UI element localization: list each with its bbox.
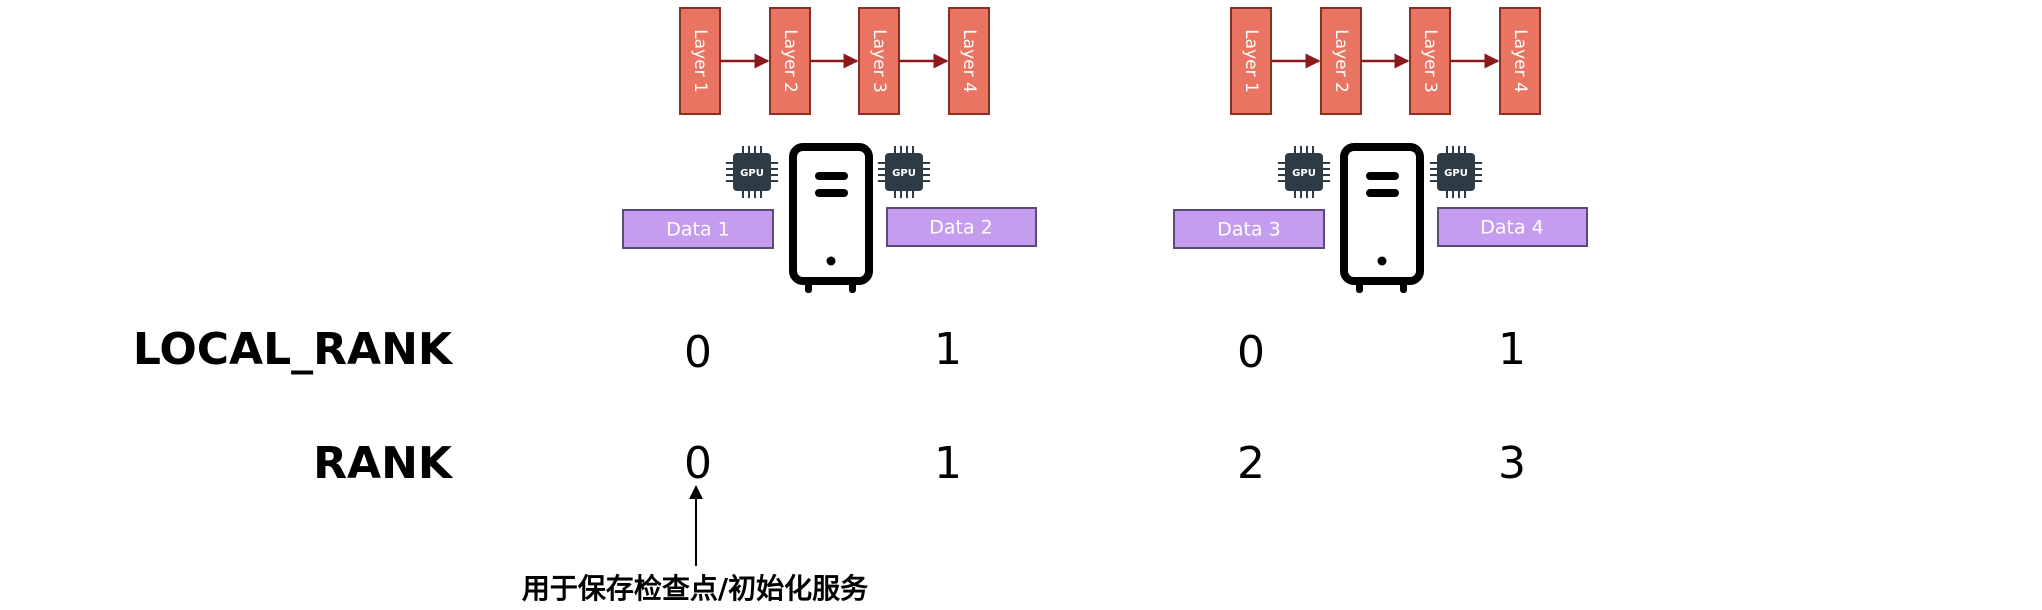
rank-value: 3 <box>1498 438 1526 489</box>
rank-label: RANK <box>313 438 454 489</box>
gpu-chip-icon: GPU <box>726 146 778 198</box>
local-rank-label: LOCAL_RANK <box>133 324 454 375</box>
machine-1: Layer 1 Layer 2 Layer 3 Layer 4 <box>622 7 1037 293</box>
local-rank-value: 0 <box>1237 327 1265 378</box>
layer-block: Layer 3 <box>1409 7 1451 115</box>
local-rank-value: 1 <box>1498 324 1526 375</box>
svg-text:Data 3: Data 3 <box>1217 219 1281 241</box>
svg-text:GPU: GPU <box>1444 168 1468 179</box>
svg-text:Layer 1: Layer 1 <box>690 29 710 93</box>
gpu-chip-icon: GPU <box>1278 146 1330 198</box>
local-rank-value: 1 <box>934 324 962 375</box>
gpu-chip-icon: GPU <box>878 146 930 198</box>
data-shard: Data 3 <box>1173 209 1325 249</box>
layer-block: Layer 1 <box>679 7 721 115</box>
rank-value: 0 <box>684 438 712 489</box>
svg-text:Layer 2: Layer 2 <box>780 29 800 93</box>
rank-value: 1 <box>934 438 962 489</box>
rank-value: 2 <box>1237 438 1265 489</box>
layer-block: Layer 2 <box>1320 7 1362 115</box>
svg-text:GPU: GPU <box>740 168 764 179</box>
machine-2: Layer 1 Layer 2 Layer 3 Layer 4 <box>1173 7 1588 293</box>
svg-text:Layer 3: Layer 3 <box>869 29 889 93</box>
data-shard: Data 2 <box>886 207 1037 247</box>
annotation-text: 用于保存检查点/初始化服务 <box>522 572 868 605</box>
layer-block: Layer 2 <box>769 7 811 115</box>
layer-pipeline-2: Layer 1 Layer 2 Layer 3 Layer 4 <box>1230 7 1541 115</box>
layer-pipeline-1: Layer 1 Layer 2 Layer 3 Layer 4 <box>679 7 990 115</box>
svg-text:Layer 4: Layer 4 <box>1510 29 1530 93</box>
layer-block: Layer 3 <box>858 7 900 115</box>
layer-block: Layer 4 <box>948 7 990 115</box>
data-shard: Data 1 <box>622 209 774 249</box>
svg-text:Layer 3: Layer 3 <box>1420 29 1440 93</box>
layer-block: Layer 1 <box>1230 7 1272 115</box>
svg-text:Layer 1: Layer 1 <box>1241 29 1261 93</box>
server-icon <box>789 143 873 293</box>
svg-text:Layer 2: Layer 2 <box>1331 29 1351 93</box>
svg-text:GPU: GPU <box>1292 168 1316 179</box>
layer-block: Layer 4 <box>1499 7 1541 115</box>
server-icon <box>1340 143 1424 293</box>
svg-text:Data 2: Data 2 <box>929 217 993 239</box>
svg-text:GPU: GPU <box>892 168 916 179</box>
local-rank-value: 0 <box>684 327 712 378</box>
data-shard: Data 4 <box>1437 207 1588 247</box>
gpu-chip-icon: GPU <box>1430 146 1482 198</box>
svg-text:Data 1: Data 1 <box>666 219 730 241</box>
svg-text:Data 4: Data 4 <box>1480 217 1544 239</box>
svg-text:Layer 4: Layer 4 <box>959 29 979 93</box>
